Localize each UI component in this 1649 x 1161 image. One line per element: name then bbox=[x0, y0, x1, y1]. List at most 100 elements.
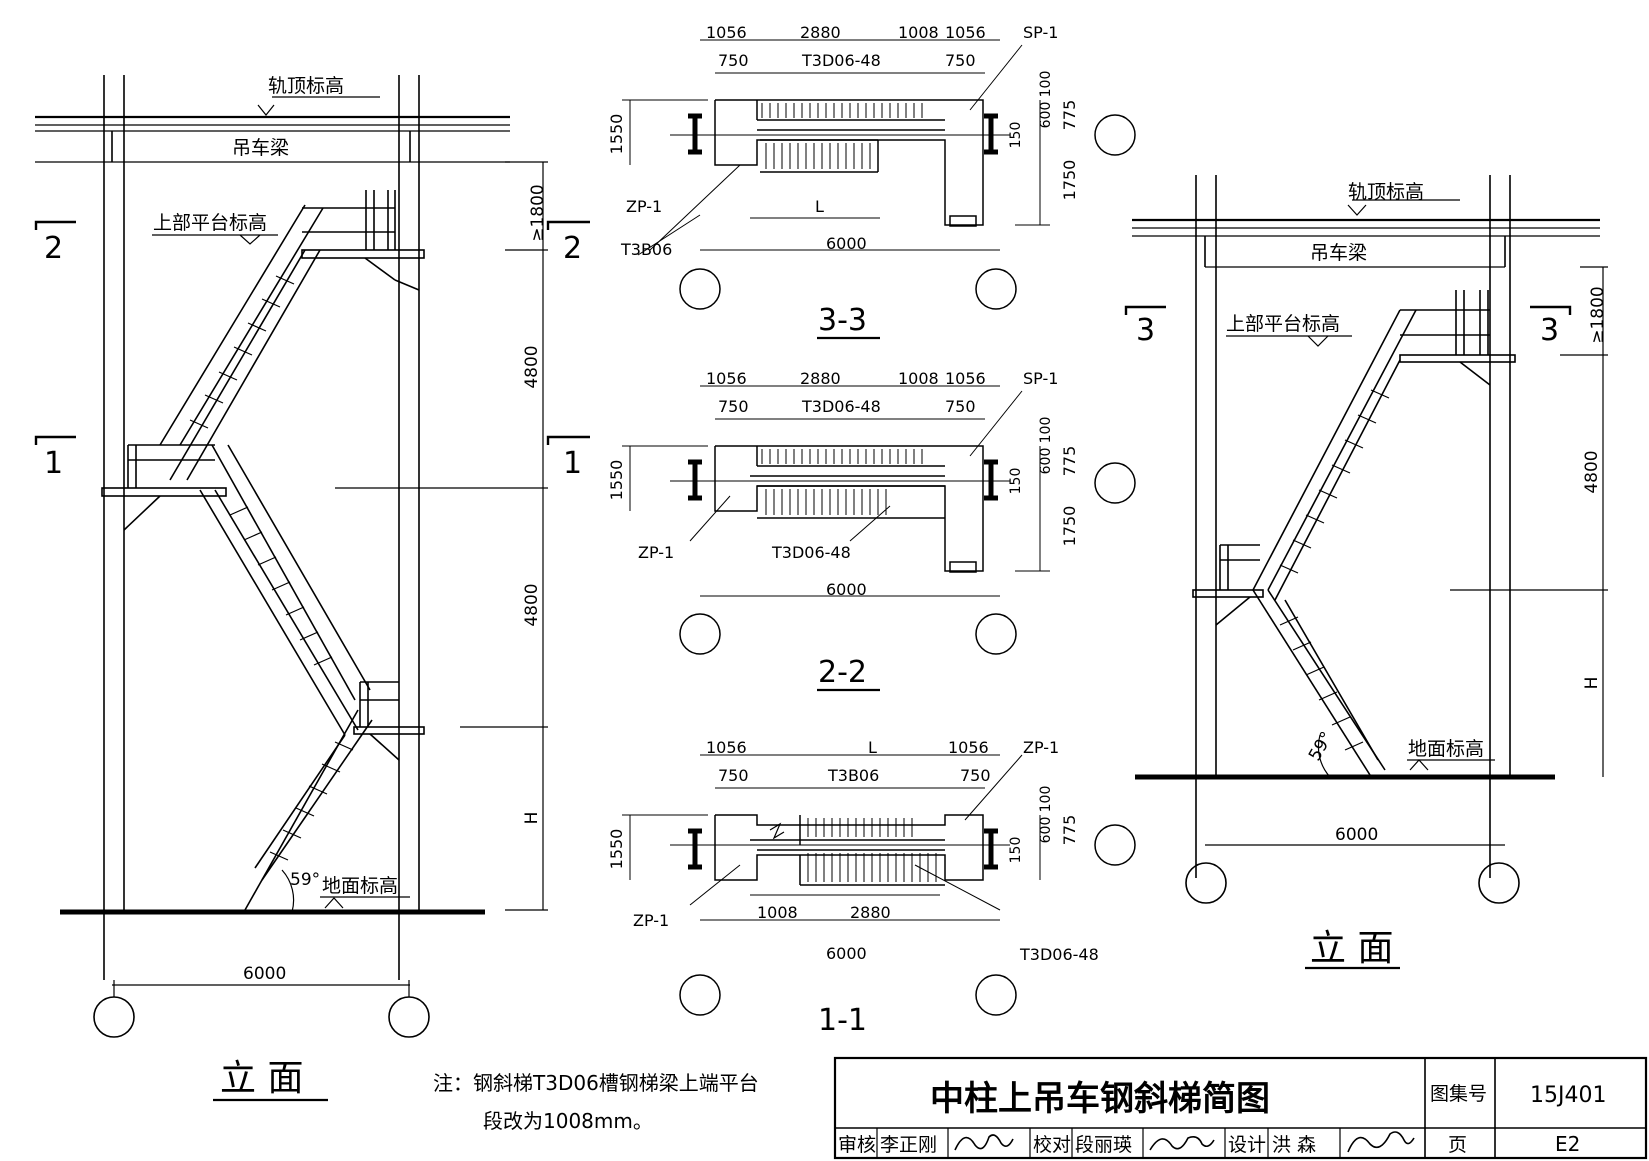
2-2-treads bbox=[761, 449, 923, 515]
3-3-title: 3-3 bbox=[818, 303, 867, 338]
2-2-dim-750-a: 750 bbox=[718, 397, 749, 416]
3-3-sp1: SP-1 bbox=[1023, 23, 1058, 42]
plan-2-2 bbox=[622, 385, 1136, 692]
3-3-dim-150: 150 bbox=[1008, 122, 1024, 149]
checker-signature bbox=[1149, 1136, 1215, 1151]
plan-3-3-texts: 1056 2880 1008 1056 SP-1 750 T3D06-48 75… bbox=[607, 23, 1079, 338]
2-2-dim-600: 600 bbox=[1038, 448, 1054, 475]
designer-name: 洪 森 bbox=[1272, 1134, 1316, 1156]
2-2-dim-1056-a: 1056 bbox=[706, 369, 747, 388]
r-crane-beam-label: 吊车梁 bbox=[1310, 242, 1367, 264]
1-1-t3d06-48: T3D06-48 bbox=[1019, 945, 1099, 964]
2-2-dim-1750: 1750 bbox=[1060, 506, 1079, 547]
upper-platform-label: 上部平台标高 bbox=[153, 212, 267, 234]
2-2-dim-100: 100 bbox=[1038, 417, 1054, 444]
3-3-dim-775: 775 bbox=[1060, 100, 1079, 131]
1-1-dim-775: 775 bbox=[1060, 815, 1079, 846]
3-3-zp1: ZP-1 bbox=[626, 197, 662, 216]
section-mark-3-left: 3 bbox=[1136, 313, 1155, 348]
title-block-texts: 中柱上吊车钢斜梯简图 图集号 15J401 审核 李正刚 校对 段丽瑛 设计 洪… bbox=[838, 1079, 1606, 1156]
left-elevation bbox=[34, 75, 590, 1102]
section-mark-1-left: 1 bbox=[44, 446, 63, 481]
title-block bbox=[833, 1056, 1648, 1160]
crane-beam-label: 吊车梁 bbox=[232, 137, 289, 159]
1-1-dim-1056-b: 1056 bbox=[948, 738, 989, 757]
2-2-dim-6000: 6000 bbox=[826, 580, 867, 599]
1-1-zp1-top: ZP-1 bbox=[1023, 738, 1059, 757]
1-1-title: 1-1 bbox=[818, 1003, 867, 1038]
designer-signature bbox=[1347, 1131, 1415, 1153]
plan-3-3 bbox=[622, 39, 1136, 340]
drawing-title: 中柱上吊车钢斜梯简图 bbox=[930, 1079, 1270, 1119]
2-2-dim-775: 775 bbox=[1060, 446, 1079, 477]
note-line-1: 注：钢斜梯T3D06槽钢梯梁上端平台 bbox=[433, 1071, 759, 1095]
r-upper-platform-label: 上部平台标高 bbox=[1226, 313, 1340, 335]
section-mark-3-right: 3 bbox=[1540, 313, 1559, 348]
review-label: 审核 bbox=[838, 1134, 876, 1156]
note: 注：钢斜梯T3D06槽钢梯梁上端平台 段改为1008mm。 bbox=[433, 1071, 759, 1133]
r-ground-label: 地面标高 bbox=[1408, 738, 1484, 760]
dim-4800-lower: 4800 bbox=[522, 583, 542, 626]
3-3-dim-100: 100 bbox=[1038, 71, 1054, 98]
1-1-dim-6000: 6000 bbox=[826, 944, 867, 963]
3-3-dim-1750: 1750 bbox=[1060, 160, 1079, 201]
2-2-t3d06-48-top: T3D06-48 bbox=[801, 397, 881, 416]
plan-1-1 bbox=[622, 754, 1136, 1016]
1-1-dim-750-b: 750 bbox=[960, 766, 991, 785]
1-1-treads bbox=[807, 818, 937, 882]
1-1-dim-150: 150 bbox=[1008, 837, 1024, 864]
3-3-dim-600: 600 bbox=[1038, 102, 1054, 129]
elevation-title-left: 立 面 bbox=[220, 1058, 303, 1099]
1-1-dim-100: 100 bbox=[1038, 786, 1054, 813]
2-2-dim-2880: 2880 bbox=[800, 369, 841, 388]
note-line-2: 段改为1008mm。 bbox=[483, 1109, 653, 1133]
left-elevation-texts: 轨顶标高 吊车梁 上部平台标高 地面标高 59° 6000 ≥1800 4800… bbox=[44, 75, 582, 1099]
plan-1-1-texts: 1056 L 1056 ZP-1 750 T3B06 750 ZP-1 1008… bbox=[607, 738, 1099, 1038]
2-2-dim-1008: 1008 bbox=[898, 369, 939, 388]
rail-top-label: 轨顶标高 bbox=[268, 75, 344, 97]
atlas-number: 15J401 bbox=[1530, 1083, 1606, 1108]
3-3-dim-1056-b: 1056 bbox=[945, 23, 986, 42]
3-3-dim-6000: 6000 bbox=[826, 234, 867, 253]
section-mark-2-right: 2 bbox=[563, 231, 582, 266]
elevation-title-right: 立 面 bbox=[1310, 928, 1393, 969]
1-1-dim-1056-a: 1056 bbox=[706, 738, 747, 757]
1-1-dim-2880: 2880 bbox=[850, 903, 891, 922]
r-dim-4800: 4800 bbox=[1582, 450, 1602, 493]
r-rail-top-label: 轨顶标高 bbox=[1348, 181, 1424, 203]
3-3-dim-2880: 2880 bbox=[800, 23, 841, 42]
section-mark-2-left: 2 bbox=[44, 231, 63, 266]
atlas-label: 图集号 bbox=[1430, 1083, 1487, 1105]
2-2-dim-1056-b: 1056 bbox=[945, 369, 986, 388]
3-3-dim-1056-a: 1056 bbox=[706, 23, 747, 42]
dim-H: H bbox=[522, 812, 542, 825]
3-3-dim-750-b: 750 bbox=[945, 51, 976, 70]
3-3-treads bbox=[761, 103, 923, 169]
ground-label: 地面标高 bbox=[322, 875, 398, 897]
1-1-t3b06: T3B06 bbox=[827, 766, 879, 785]
3-3-t3d06-48: T3D06-48 bbox=[801, 51, 881, 70]
plan-2-2-texts: 1056 2880 1008 1056 SP-1 750 T3D06-48 75… bbox=[607, 369, 1079, 690]
2-2-t3d06-48-bottom: T3D06-48 bbox=[771, 543, 851, 562]
1-1-dim-1008: 1008 bbox=[757, 903, 798, 922]
3-3-dim-1008: 1008 bbox=[898, 23, 939, 42]
dim-4800-upper: 4800 bbox=[522, 345, 542, 388]
page-label: 页 bbox=[1448, 1134, 1467, 1156]
1-1-dim-600: 600 bbox=[1038, 817, 1054, 844]
3-3-dim-1550: 1550 bbox=[607, 114, 626, 155]
2-2-dim-1550: 1550 bbox=[607, 460, 626, 501]
r-span-dim-6000: 6000 bbox=[1335, 825, 1378, 845]
3-3-t3b06: T3B06 bbox=[620, 240, 672, 259]
angle-label: 59° bbox=[290, 870, 320, 890]
1-1-dim-L: L bbox=[868, 738, 877, 757]
2-2-dim-750-b: 750 bbox=[945, 397, 976, 416]
reviewer-name: 李正刚 bbox=[880, 1134, 937, 1156]
2-2-title: 2-2 bbox=[818, 655, 867, 690]
reviewer-signature bbox=[954, 1134, 1014, 1151]
design-label: 设计 bbox=[1228, 1134, 1266, 1156]
right-elevation bbox=[1124, 175, 1608, 970]
2-2-zp1: ZP-1 bbox=[638, 543, 674, 562]
section-mark-1-right: 1 bbox=[563, 446, 582, 481]
page-number: E2 bbox=[1555, 1132, 1580, 1156]
